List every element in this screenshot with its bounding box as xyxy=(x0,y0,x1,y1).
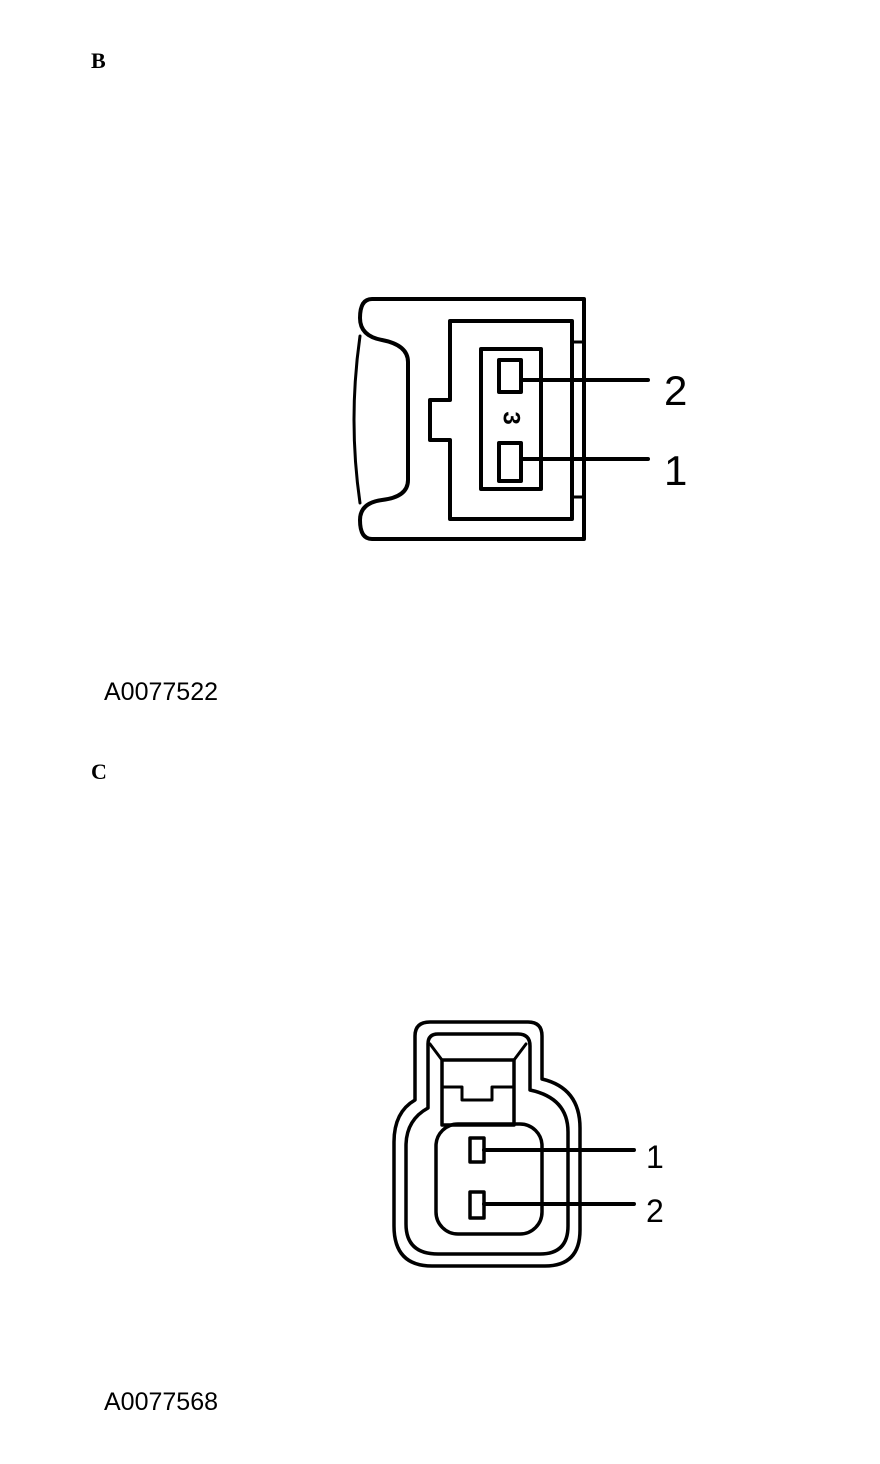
section-b-ref-code: A0077522 xyxy=(104,678,219,706)
connector-c-latch-edge-left xyxy=(428,1042,444,1062)
connector-b-center-mark: 3 xyxy=(498,411,525,424)
section-b-letter: B xyxy=(91,48,106,73)
connector-b-pin-1 xyxy=(497,441,523,483)
connector-b-latch xyxy=(352,334,362,505)
connector-c-face xyxy=(434,1122,544,1236)
connector-c-outer-body xyxy=(392,1020,582,1268)
connector-b-diagram: 3 2 1 xyxy=(352,297,687,541)
connector-c-pin-2 xyxy=(468,1190,486,1220)
connector-b-inner-frame xyxy=(428,319,574,521)
connector-b-pin-2 xyxy=(497,358,523,394)
connector-b-housing xyxy=(358,297,586,541)
section-c-ref-code: A0077568 xyxy=(104,1388,219,1416)
section-c-letter: C xyxy=(91,759,107,784)
connector-b-cavity xyxy=(479,347,543,491)
connector-b-label-2: 2 xyxy=(664,367,687,414)
connector-c-pin-1 xyxy=(468,1136,486,1164)
connector-c-latch xyxy=(440,1058,516,1127)
connector-c-label-1: 1 xyxy=(646,1139,664,1175)
connector-c-diagram: 1 2 xyxy=(392,1020,664,1268)
connector-c-latch-edge-right xyxy=(512,1042,528,1062)
connector-c-label-2: 2 xyxy=(646,1193,664,1229)
connector-b-label-1: 1 xyxy=(664,447,687,494)
connector-c-latch-tab xyxy=(440,1085,516,1102)
connector-c-inner-contour xyxy=(404,1032,570,1256)
